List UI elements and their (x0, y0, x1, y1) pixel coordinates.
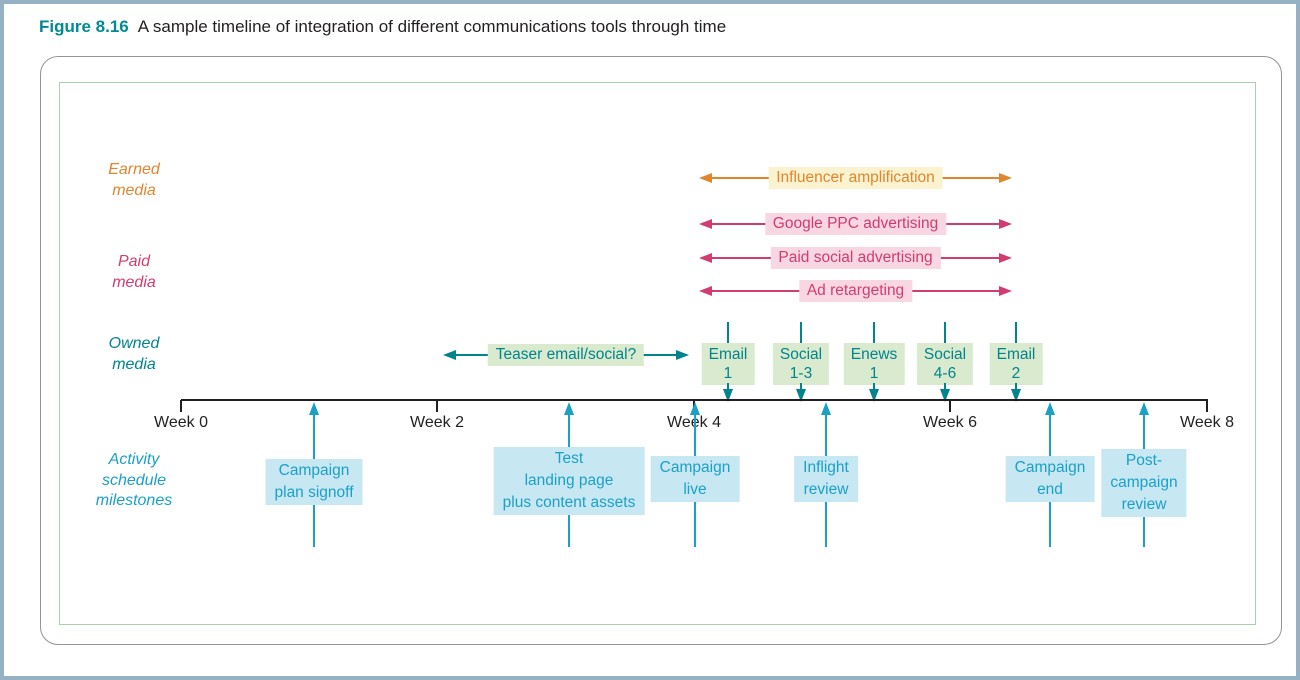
span-label: Paid social advertising (770, 247, 941, 269)
arrow-right-icon (676, 350, 689, 360)
marker-label: Enews 1 (843, 343, 905, 385)
axis-label-week4: Week 4 (667, 414, 721, 431)
earned-span-influencer-amplification: Influencer amplification (699, 167, 1012, 189)
milestone-label: Campaign plan signoff (265, 459, 363, 505)
arrow-up-icon (564, 402, 574, 415)
marker-arrow-line (944, 383, 946, 391)
marker-label: Email 1 (701, 343, 755, 385)
marker-stub-line (800, 322, 802, 344)
arrow-down-icon (796, 389, 806, 402)
row-label-paid-media: Paid media (112, 253, 156, 291)
milestone-label: Campaign live (650, 456, 740, 502)
row-label-earned-media: Earned media (108, 161, 160, 199)
arrow-down-icon (940, 389, 950, 402)
paid-span-ad-retargeting: Ad retargeting (699, 280, 1012, 302)
milestone-label: Test landing page plus content assets (493, 447, 645, 515)
owned-span-teaser: Teaser email/social? (443, 344, 689, 366)
span-label: Teaser email/social? (487, 344, 645, 366)
row-label-activity-milestones: Activity schedule milestones (95, 451, 173, 509)
arrow-left-icon (699, 219, 712, 229)
arrow-up-icon (1045, 402, 1055, 415)
arrow-left-icon (699, 286, 712, 296)
milestone-label: Post- campaign review (1101, 449, 1187, 517)
figure-number: Figure 8.16 (39, 17, 129, 36)
milestone-label: Campaign end (1005, 456, 1095, 502)
axis-label-week2: Week 2 (410, 414, 464, 431)
marker-label: Email 2 (989, 343, 1043, 385)
span-label: Ad retargeting (798, 280, 913, 302)
marker-label: Social 4-6 (916, 343, 974, 385)
arrow-up-icon (690, 402, 700, 415)
axis-label-week0: Week 0 (154, 414, 208, 431)
axis-tick-week2 (436, 400, 438, 412)
figure-caption: Figure 8.16 A sample timeline of integrat… (39, 17, 726, 37)
arrow-down-icon (869, 389, 879, 402)
figure-border (40, 56, 1282, 645)
arrow-up-icon (309, 402, 319, 415)
marker-arrow-line (873, 383, 875, 391)
arrow-right-icon (999, 173, 1012, 183)
arrow-right-icon (999, 253, 1012, 263)
arrow-right-icon (999, 219, 1012, 229)
axis-label-week6: Week 6 (923, 414, 977, 431)
arrow-down-icon (1011, 389, 1021, 402)
arrow-up-icon (1139, 402, 1149, 415)
paid-span-paid-social: Paid social advertising (699, 247, 1012, 269)
figure-caption-text: A sample timeline of integration of diff… (137, 17, 727, 36)
marker-arrow-line (727, 383, 729, 391)
arrow-left-icon (443, 350, 456, 360)
milestone-label: Inflight review (794, 456, 858, 502)
axis-label-week8: Week 8 (1180, 414, 1234, 431)
span-label: Google PPC advertising (764, 213, 947, 235)
plot-area-border (59, 82, 1256, 625)
arrow-right-icon (999, 286, 1012, 296)
paid-span-google-ppc: Google PPC advertising (699, 213, 1012, 235)
span-label: Influencer amplification (768, 167, 943, 189)
marker-stub-line (944, 322, 946, 344)
arrow-left-icon (699, 173, 712, 183)
arrow-left-icon (699, 253, 712, 263)
axis-tick-week6 (949, 400, 951, 412)
arrow-up-icon (821, 402, 831, 415)
axis-tick-week8 (1206, 400, 1208, 412)
marker-label: Social 1-3 (772, 343, 830, 385)
arrow-down-icon (723, 389, 733, 402)
axis-tick-week0 (180, 400, 182, 412)
marker-arrow-line (1015, 383, 1017, 391)
marker-arrow-line (800, 383, 802, 391)
marker-stub-line (1015, 322, 1017, 344)
row-label-owned-media: Owned media (108, 335, 160, 373)
marker-stub-line (873, 322, 875, 344)
marker-stub-line (727, 322, 729, 344)
